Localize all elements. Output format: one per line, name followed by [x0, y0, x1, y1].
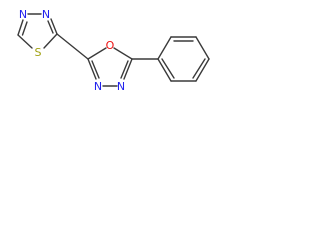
bond-ph-1-2: [157, 36, 172, 60]
bond-n4-c5-double: [21, 21, 28, 36]
atom-thiadiazole-n3: N: [42, 8, 50, 21]
bond-ph-6-1: [157, 58, 172, 82]
bond-o1-c5: [113, 47, 133, 60]
bond-c5-s1: [17, 34, 33, 49]
bond-ph-double-c: [161, 58, 175, 79]
molecule-diagram: N N S O N N: [0, 0, 224, 121]
atom-oxadiazole-n3: N: [94, 80, 102, 93]
atom-thiadiazole-s1: S: [35, 46, 42, 59]
molecule-structure: N N S O N N: [0, 0, 224, 121]
atom-oxadiazole-o1: O: [106, 39, 115, 52]
bond-c2-n3-double: [47, 20, 54, 34]
bond-n3-c2-double: [91, 60, 100, 79]
bond-ph-double-b: [192, 58, 206, 79]
bond-ph-3-4: [195, 36, 210, 60]
bond-n3-c2: [87, 58, 97, 80]
bond-c2-o1: [87, 47, 107, 60]
atom-labels: N N S O N N: [19, 8, 125, 93]
bond-c2-n3: [50, 18, 58, 35]
background: [0, 0, 224, 121]
bond-n4-c5: [17, 19, 24, 36]
bond-ph-4-5: [195, 58, 210, 82]
atom-oxadiazole-n4: N: [117, 80, 125, 93]
bond-lines: [17, 13, 210, 87]
bond-c5-n4-double: [120, 60, 129, 79]
bond-c5-n4: [123, 58, 133, 80]
bond-s1-c2: [43, 33, 58, 49]
bond-ring-link: [56, 33, 89, 60]
atom-thiadiazole-n4: N: [19, 8, 27, 21]
